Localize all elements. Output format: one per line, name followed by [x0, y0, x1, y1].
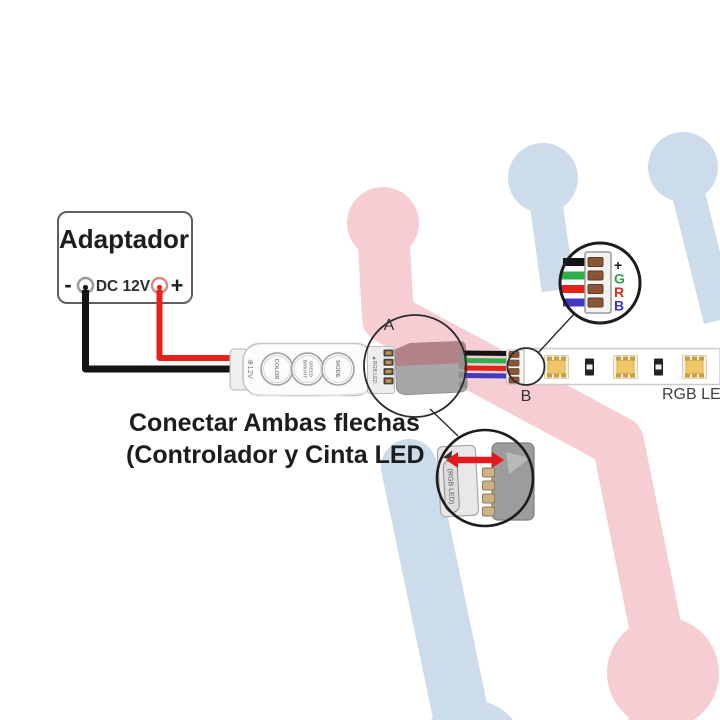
wire-red-endpoint [156, 284, 163, 291]
pinout-solder-pads [587, 257, 604, 308]
power-wire-black [82, 290, 242, 373]
adapter-minus-label: - [64, 272, 71, 297]
pinout-label-blue: B [614, 298, 624, 314]
strip-resistor [585, 358, 594, 376]
button-mode: MODE [321, 352, 355, 386]
button-color: COLOR [260, 352, 294, 386]
wire-black-endpoint [82, 284, 89, 291]
decor-blue-trace-right [648, 132, 720, 325]
zoom-circle-b [506, 347, 546, 386]
red-double-arrow [446, 452, 504, 468]
rgb-wire-bundle [463, 350, 510, 379]
led-module [544, 355, 569, 379]
controller-connector-label: ▲RGB LED [371, 356, 377, 384]
button-color-label: COLOR [273, 359, 279, 381]
label-point-a: A [384, 317, 395, 334]
adapter-plus-label: + [171, 273, 184, 298]
adapter-voltage-label: DC 12V [96, 278, 151, 295]
connector-detail-circle: (RGB LED) [435, 428, 535, 528]
zoom-circle-a [363, 314, 467, 418]
label-point-b: B [521, 388, 532, 405]
rgb-wire-black [463, 350, 510, 356]
decor-blue-trace-left [381, 439, 513, 720]
detail-connector-label: (RGB LED) [446, 469, 455, 505]
controller-power-label: ⊕12V [246, 359, 255, 379]
strip-clip-connector [394, 340, 468, 396]
rgb-wire-blue [463, 373, 510, 379]
led-strip: RGB LED [523, 347, 720, 403]
button-speed-label-line2: BRIGHT [302, 360, 308, 378]
caption-line-1: Conectar Ambas flechas [129, 409, 420, 437]
controller-output-connector: ▲RGB LED [367, 346, 395, 394]
led-controller: ⊕12V COLOR SPEED BRIGHT MODE ▲RGB LED [229, 340, 468, 398]
callout-line-b [537, 313, 575, 354]
adapter-title: Adaptador [59, 224, 189, 254]
pinout-detail-circle: + G R B [558, 241, 642, 325]
adapter-box: Adaptador - DC 12V + [57, 211, 193, 304]
caption-line-2: (Controlador y Cinta LED [126, 441, 425, 469]
button-mode-label: MODE [334, 360, 340, 378]
decor-pink-trace [347, 187, 719, 720]
strip-resistor [654, 358, 663, 376]
power-wire-red [156, 290, 242, 361]
strip-pad-block [506, 349, 525, 385]
button-speed-bright: SPEED BRIGHT [290, 352, 325, 386]
rgb-wire-red [463, 365, 510, 371]
decor-blue-trace-mid [508, 143, 578, 293]
pinout-label-green: G [614, 271, 625, 287]
led-module [682, 355, 707, 379]
led-module [613, 355, 638, 379]
rgb-wire-green [463, 358, 510, 364]
connector-pin-slots [383, 349, 394, 385]
detail-gold-pins [482, 467, 495, 517]
pinout-label-plus: + [614, 257, 622, 273]
pinout-label-red: R [614, 284, 624, 300]
led-strip-label: RGB LED [662, 386, 720, 403]
button-speed-label-line1: SPEED [308, 361, 314, 378]
